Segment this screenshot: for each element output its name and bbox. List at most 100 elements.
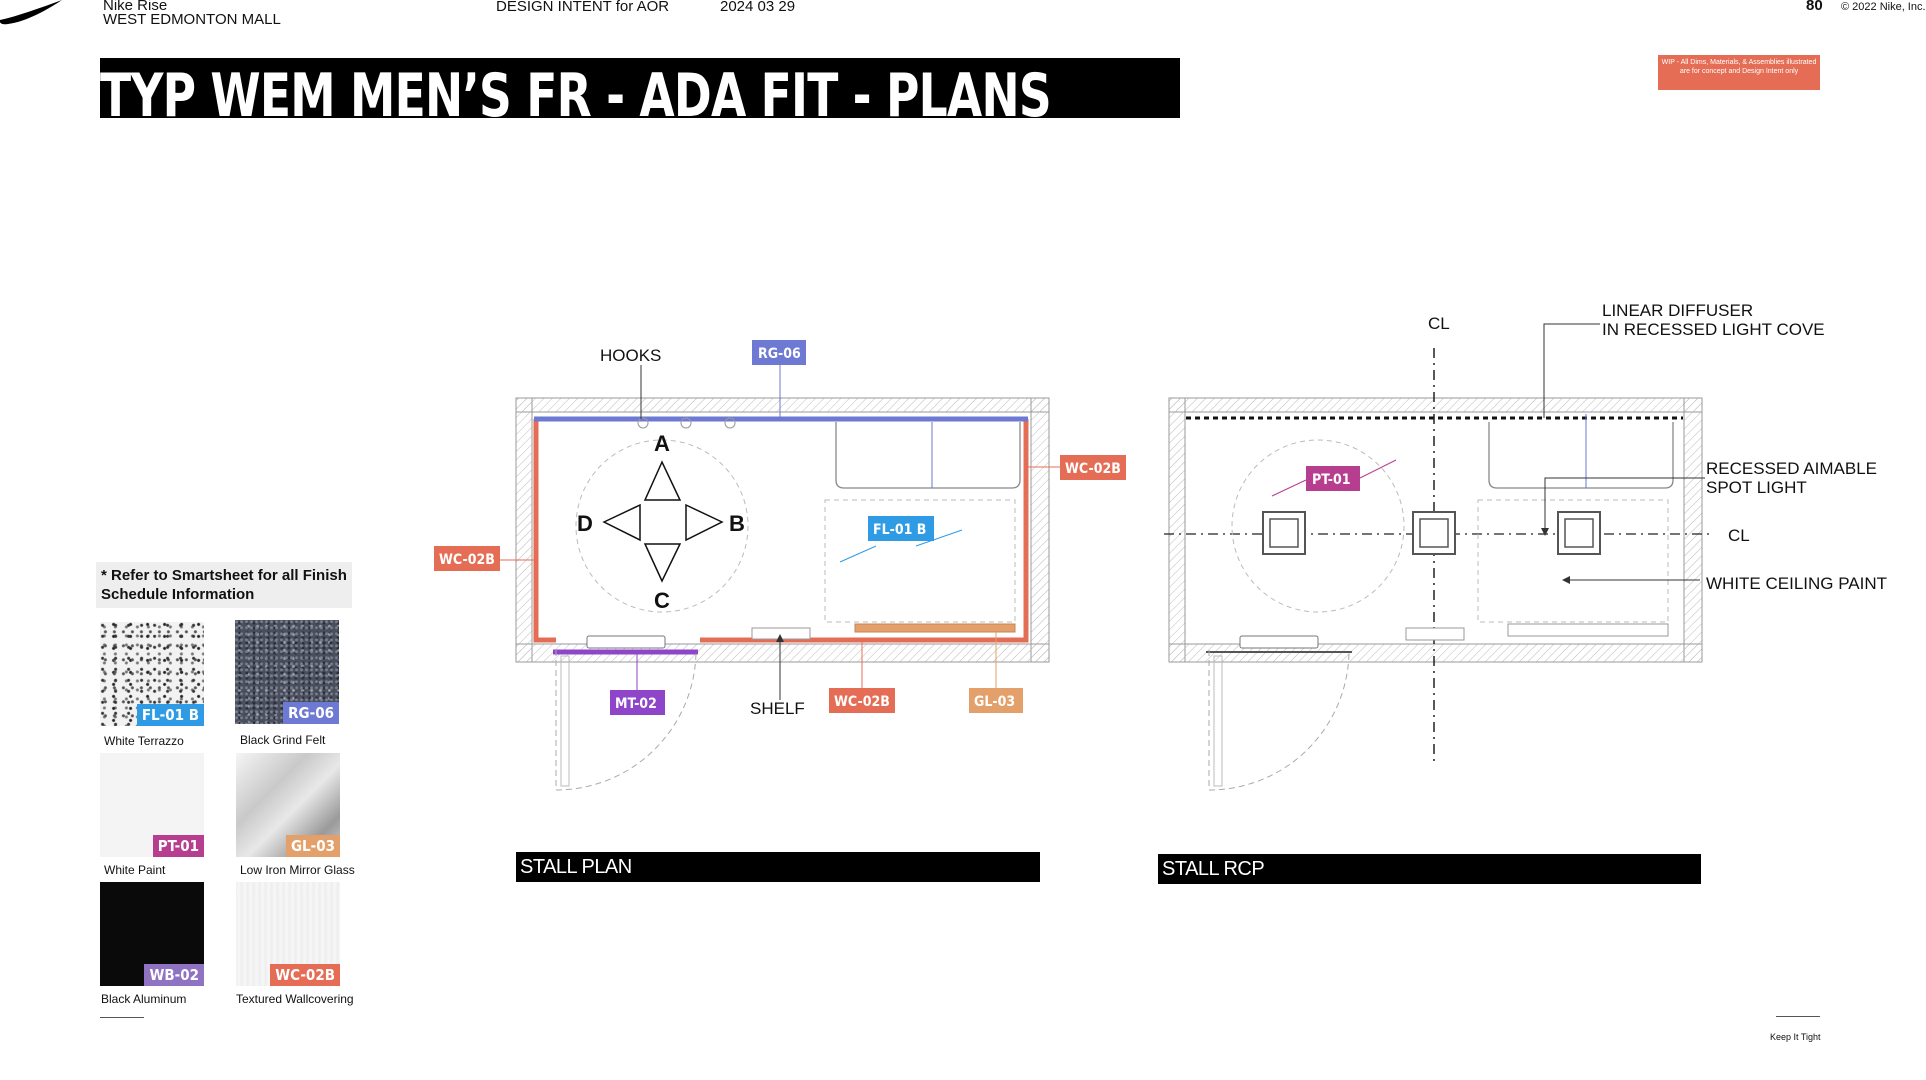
- cl-label-top: CL: [1428, 314, 1450, 333]
- finish-name: Low Iron Mirror Glass: [240, 863, 355, 877]
- finish-name: White Terrazzo: [104, 734, 184, 748]
- spot-light-icon-inner: [1419, 518, 1449, 548]
- tag-wc-bottom-label: WC-02B: [834, 694, 890, 710]
- design-intent-label: DESIGN INTENT for AOR: [496, 0, 670, 15]
- rcp-top-wall: [1168, 397, 1703, 413]
- tag-mt-02-label: MT-02: [615, 696, 657, 712]
- tag-rg-06-label: RG-06: [758, 346, 801, 362]
- spot-light-arrow-icon: [1541, 528, 1549, 536]
- finish-code-tag: GL-03: [285, 835, 340, 857]
- finish-code-tag: WC-02B: [270, 964, 340, 986]
- swatch-white-paint: PT-01: [100, 753, 204, 857]
- rcp-fixture: [1488, 422, 1674, 489]
- stall-plan-drawing: HOOKS SHELF A B C D RG-06 WC-02B WC-02B …: [434, 340, 1126, 791]
- rcp-mirror: [1507, 623, 1669, 637]
- rcp-door-swing: [1208, 649, 1350, 791]
- swatch-white-terrazzo: FL-01 B: [100, 622, 204, 726]
- plan-left-wall: [515, 397, 533, 663]
- tag-wc-right: [1060, 455, 1126, 480]
- copyright: © 2022 Nike, Inc.: [1841, 1, 1926, 13]
- pt-arrow-icon: [1271, 479, 1307, 497]
- page-title: TYP WEM MEN’S FR - ADA FIT - PLANS: [100, 61, 1052, 131]
- finish-code-tag: PT-01: [152, 835, 204, 857]
- hook-icon: [680, 417, 692, 429]
- shelf-label: SHELF: [750, 699, 805, 718]
- direction-arrow-c: [643, 543, 682, 583]
- swatch-black-aluminum: WB-02: [100, 882, 204, 986]
- plan-door-hardware: [586, 635, 666, 649]
- plan-floor: [534, 419, 1029, 641]
- finish-code-tag: FL-01 B: [136, 704, 204, 726]
- divider-line: [100, 1017, 144, 1018]
- fl-arrow-icon: [839, 545, 877, 563]
- rcp-right-wall: [1683, 397, 1703, 663]
- plan-clear-zone: [824, 499, 1016, 623]
- plan-wallcovering-line: [533, 419, 1029, 643]
- direction-arrow-b: [685, 503, 724, 542]
- date-label: 2024 03 29: [720, 0, 796, 15]
- turning-circle: [575, 439, 749, 613]
- page-number: 80: [1806, 0, 1823, 14]
- direction-label-b: B: [729, 511, 745, 536]
- hook-icon: [637, 417, 649, 429]
- direction-arrow-a: [643, 460, 682, 501]
- spot-light-label-line1: RECESSED AIMABLE: [1706, 459, 1877, 478]
- spot-light-icon-inner: [1564, 518, 1594, 548]
- swatch-low-iron-mirror-glass: GL-03: [236, 753, 340, 857]
- swatch-textured-wallcovering: WC-02B: [236, 882, 340, 986]
- direction-label-d: D: [577, 511, 593, 536]
- shelf-arrow-icon: [776, 634, 784, 642]
- plan-right-wall: [1030, 397, 1050, 663]
- fl-arrow-icon: [915, 529, 963, 547]
- tag-wc-right-label: WC-02B: [1065, 461, 1121, 477]
- rcp-turning-circle: [1231, 439, 1405, 613]
- finish-name: Black Aluminum: [101, 992, 187, 1006]
- tag-wc-left-label: WC-02B: [439, 552, 495, 568]
- finish-code-tag: WB-02: [144, 964, 204, 986]
- plan-fixture: [835, 422, 1021, 489]
- ceiling-paint-label: WHITE CEILING PAINT: [1706, 574, 1887, 593]
- finish-schedule-note: * Refer to Smartsheet for all Finish Sch…: [96, 562, 352, 608]
- finish-name: Textured Wallcovering: [236, 992, 354, 1006]
- spot-light-label-line2: SPOT LIGHT: [1706, 478, 1807, 497]
- tag-gl-03: [969, 688, 1023, 713]
- footer-tagline: Keep It Tight: [1770, 1032, 1821, 1042]
- tag-fl-01b: [868, 516, 934, 541]
- diffuser-leader: [1543, 323, 1600, 418]
- project-location: WEST EDMONTON MALL: [103, 11, 281, 28]
- rcp-door-hardware: [1239, 635, 1319, 649]
- rcp-door-leaf: [1213, 655, 1223, 787]
- swatch-black-grind-felt: RG-06: [235, 620, 339, 724]
- rcp-clear-zone: [1477, 499, 1669, 623]
- nike-swoosh-logo: [0, 0, 62, 25]
- direction-arrow-d: [602, 503, 641, 542]
- finish-name: White Paint: [104, 863, 166, 877]
- plan-door-leaf: [560, 655, 570, 787]
- tag-wc-left: [434, 546, 500, 571]
- stall-rcp-title: STALL RCP: [1158, 854, 1701, 884]
- stall-plan-title: STALL PLAN: [516, 852, 1040, 882]
- plan-mirror: [854, 623, 1016, 633]
- diffuser-label-line2: IN RECESSED LIGHT COVE: [1602, 320, 1825, 339]
- rcp-shelf: [1405, 627, 1465, 641]
- stall-rcp-drawing: CL CL LINEAR DIFFUSER IN RECESSED LIGHT …: [1164, 301, 1887, 791]
- plan-door-swing: [555, 649, 697, 791]
- page-title-bar: TYP WEM MEN’S FR - ADA FIT - PLANS: [100, 58, 1180, 131]
- tag-rg-06: [752, 340, 806, 365]
- footer-divider: [1776, 1016, 1820, 1017]
- tag-mt-02: [610, 690, 665, 715]
- tag-fl-01b-label: FL-01 B: [873, 522, 926, 538]
- rcp-left-wall: [1168, 397, 1186, 663]
- finish-name: Black Grind Felt: [240, 733, 326, 747]
- ceiling-paint-arrow-icon: [1562, 576, 1570, 584]
- direction-label-c: C: [654, 588, 670, 613]
- finish-code-tag: RG-06: [283, 702, 339, 724]
- diffuser-label-line1: LINEAR DIFFUSER: [1602, 301, 1753, 320]
- tag-pt-01-label: PT-01: [1312, 472, 1351, 488]
- spot-light-leader: [1544, 477, 1705, 534]
- tag-gl-03-label: GL-03: [974, 694, 1015, 710]
- cl-label-right: CL: [1728, 526, 1750, 545]
- project-name: Nike Rise: [103, 0, 168, 14]
- tag-pt-01: [1306, 466, 1360, 491]
- direction-label-a: A: [654, 431, 670, 456]
